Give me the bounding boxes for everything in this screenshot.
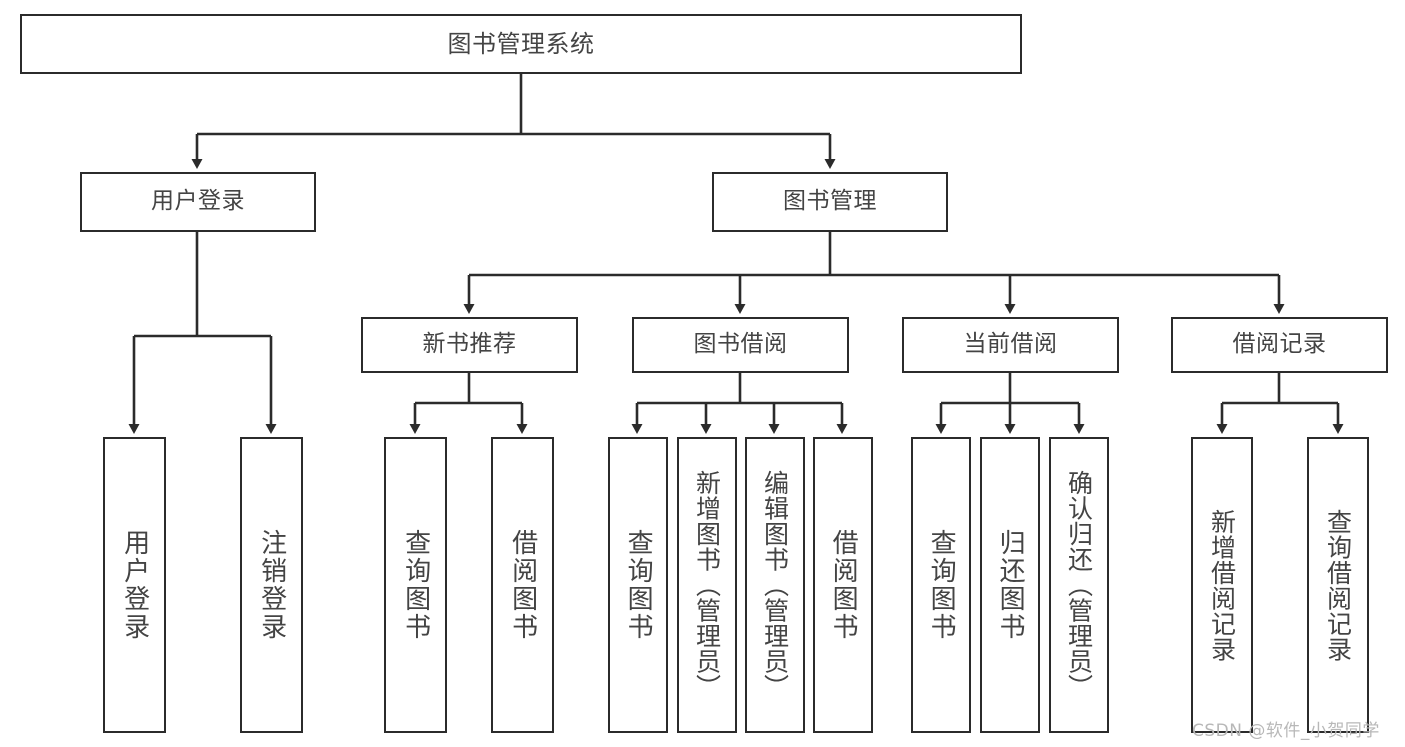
node-label: 新增图书（管理员） <box>692 470 722 700</box>
leaf-borrow-add-book-admin[interactable]: 新增图书（管理员） <box>677 437 737 733</box>
leaf-new-book-query-book[interactable]: 查询图书 <box>384 437 447 733</box>
node-label: 借阅图书 <box>828 529 859 641</box>
node-label: 归还图书 <box>995 529 1026 641</box>
node-label: 注销登录 <box>256 529 287 641</box>
node-label: 图书管理系统 <box>447 29 595 58</box>
node-book-borrow[interactable]: 图书借阅 <box>632 317 849 373</box>
node-label: 查询图书 <box>926 529 957 641</box>
leaf-new-book-borrow-book[interactable]: 借阅图书 <box>491 437 554 733</box>
node-current-borrow[interactable]: 当前借阅 <box>902 317 1119 373</box>
leaf-current-return-book[interactable]: 归还图书 <box>980 437 1040 733</box>
node-label: 确认归还（管理员） <box>1064 470 1094 700</box>
node-label: 查询借阅记录 <box>1323 508 1353 662</box>
node-label: 查询图书 <box>400 529 431 641</box>
node-label: 查询图书 <box>623 529 654 641</box>
node-root-book-management-system[interactable]: 图书管理系统 <box>20 14 1022 74</box>
leaf-borrow-edit-book-admin[interactable]: 编辑图书（管理员） <box>745 437 805 733</box>
node-user-login[interactable]: 用户登录 <box>80 172 316 232</box>
node-new-book-recommend[interactable]: 新书推荐 <box>361 317 578 373</box>
node-label: 图书管理 <box>783 188 877 215</box>
node-book-management[interactable]: 图书管理 <box>712 172 948 232</box>
node-label: 新增借阅记录 <box>1207 508 1237 662</box>
node-label: 用户登录 <box>151 188 245 215</box>
leaf-record-add-borrow-record[interactable]: 新增借阅记录 <box>1191 437 1253 733</box>
node-label: 借阅记录 <box>1232 331 1327 358</box>
node-label: 借阅图书 <box>507 529 538 641</box>
node-label: 用户登录 <box>119 529 150 641</box>
leaf-current-query-book[interactable]: 查询图书 <box>911 437 971 733</box>
node-label: 新书推荐 <box>422 331 517 358</box>
node-label: 编辑图书（管理员） <box>760 470 790 700</box>
leaf-user-login[interactable]: 用户登录 <box>103 437 166 733</box>
node-borrow-record[interactable]: 借阅记录 <box>1171 317 1388 373</box>
leaf-current-confirm-return-admin[interactable]: 确认归还（管理员） <box>1049 437 1109 733</box>
csdn-watermark: CSDN @软件_小贺同学 <box>1192 721 1380 741</box>
leaf-logout-login[interactable]: 注销登录 <box>240 437 303 733</box>
leaf-borrow-query-book[interactable]: 查询图书 <box>608 437 668 733</box>
node-label: 当前借阅 <box>963 331 1058 358</box>
leaf-borrow-borrow-book[interactable]: 借阅图书 <box>813 437 873 733</box>
node-label: 图书借阅 <box>693 331 788 358</box>
leaf-record-query-borrow-record[interactable]: 查询借阅记录 <box>1307 437 1369 733</box>
